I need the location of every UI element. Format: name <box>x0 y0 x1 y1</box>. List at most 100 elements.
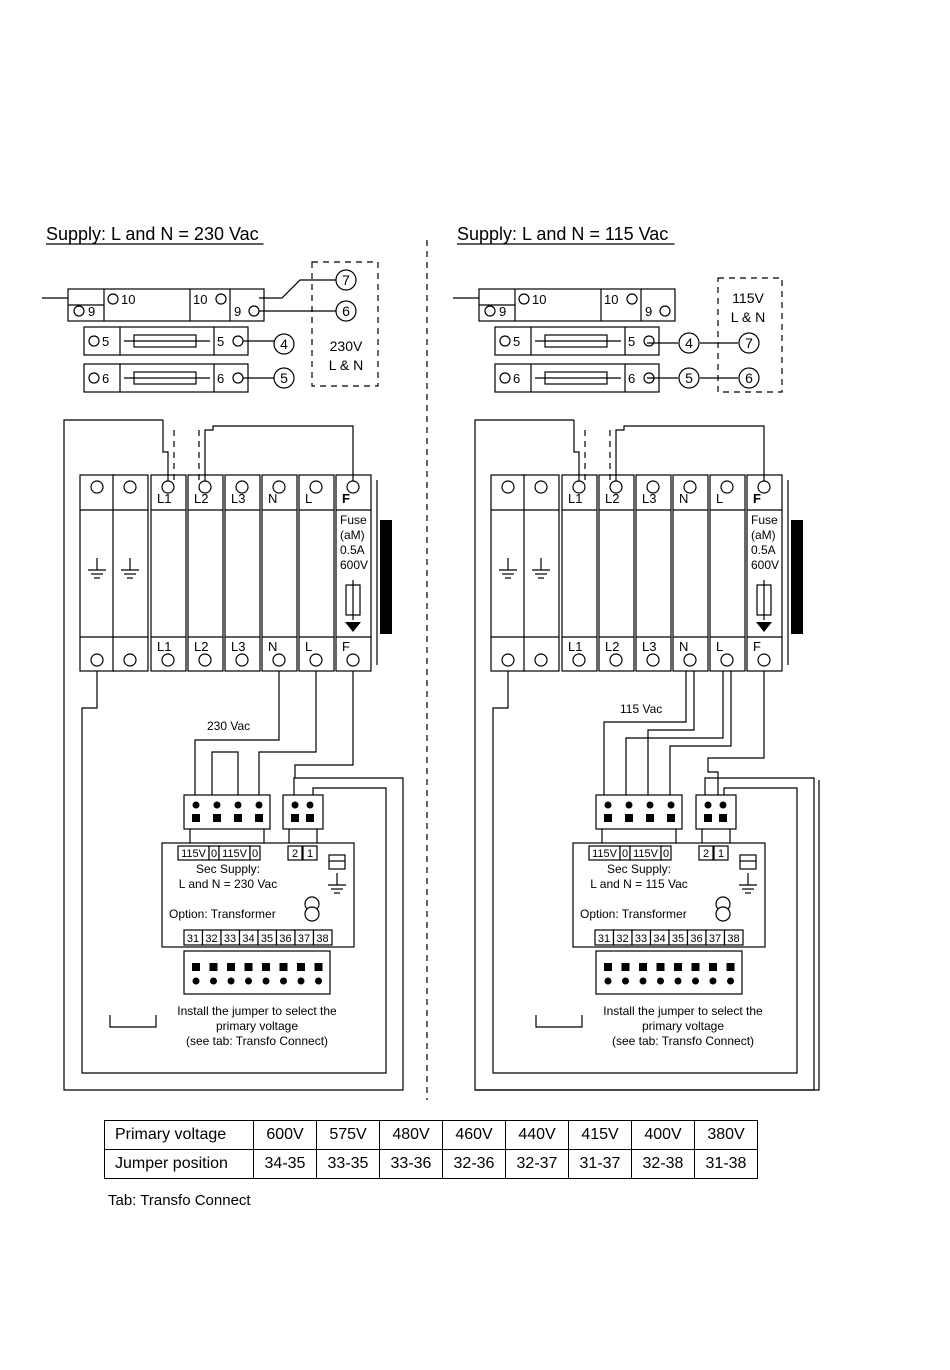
supply-terminal-label: 115V <box>633 848 659 860</box>
terminal-number: 5 <box>280 370 288 386</box>
wire <box>259 279 336 299</box>
option-label: Option: Transformer <box>580 907 687 921</box>
table-cell: 33-36 <box>379 1149 443 1179</box>
terminal-label: F <box>342 639 350 654</box>
terminal-label: L <box>305 491 312 506</box>
terminal-label: N <box>268 639 277 654</box>
pin-icon <box>306 801 314 809</box>
primary-terminal <box>723 929 744 946</box>
terminal-number-circle <box>273 367 295 389</box>
label: 6 <box>217 371 224 386</box>
aux-terminal-label: 1 <box>307 848 313 860</box>
voltage-selection-box <box>717 277 783 393</box>
rail-terminal-block <box>746 474 783 672</box>
pin-icon <box>213 801 221 809</box>
screw-icon <box>235 480 249 494</box>
transformer-aux-block <box>282 794 324 830</box>
sec-supply-label: Sec Supply: <box>607 862 671 876</box>
terminal-number-circle <box>738 367 760 389</box>
screw-icon <box>248 305 260 317</box>
primary-terminal-label: 35 <box>261 933 273 945</box>
supply-terminal-label: 0 <box>622 848 628 860</box>
sec-supply-label: Sec Supply: <box>196 862 260 876</box>
pin-icon <box>262 977 270 985</box>
table-cell: 31-38 <box>694 1149 758 1179</box>
pin-icon <box>280 977 287 985</box>
screw-icon <box>572 653 586 667</box>
screw-icon <box>484 305 496 317</box>
screw-icon <box>626 293 638 305</box>
label: 9 <box>88 304 95 319</box>
wire <box>194 671 280 795</box>
jumper-note: primary voltage <box>642 1019 724 1033</box>
terminal-label: F <box>753 639 761 654</box>
rail-terminal-block <box>298 474 335 672</box>
jumper-note: Install the jumper to select the <box>177 1004 337 1018</box>
primary-terminal-label: 32 <box>616 933 628 945</box>
label: 10 <box>193 292 207 307</box>
rail-terminal-block <box>187 474 224 672</box>
pin-icon <box>192 963 200 971</box>
diagram-title: Supply: L and N = 230 Vac <box>46 224 259 244</box>
jumper-note: (see tab: Transfo Connect) <box>612 1034 754 1048</box>
pin-icon <box>315 977 322 985</box>
voltage-label: 230V <box>330 338 363 354</box>
voltage-label: 115V <box>732 290 764 306</box>
pin-icon <box>192 977 200 985</box>
screw-icon <box>90 653 104 667</box>
primary-terminal-label: 35 <box>672 933 684 945</box>
terminal-label: F <box>342 491 350 506</box>
transformer-aux-block <box>695 794 737 830</box>
pin-icon <box>674 977 682 985</box>
pin-icon <box>719 814 727 822</box>
wire <box>647 671 695 795</box>
wire <box>211 751 239 795</box>
voltage-selection-box <box>311 261 379 387</box>
coil-icon <box>304 906 320 922</box>
wire <box>476 780 820 1091</box>
pin-icon <box>255 814 263 822</box>
terminal-label: L2 <box>194 491 208 506</box>
primary-terminal-label: 37 <box>709 933 721 945</box>
aux-terminal-label: 1 <box>718 848 724 860</box>
jumper-note: primary voltage <box>216 1019 298 1033</box>
screw-icon <box>215 293 227 305</box>
pin-icon <box>646 801 654 809</box>
relay-icon <box>739 854 757 870</box>
label: 5 <box>513 334 520 349</box>
wire <box>492 671 798 1074</box>
supply-terminal-label: 0 <box>663 848 669 860</box>
screw-icon <box>683 480 697 494</box>
rail-terminal-block <box>335 474 372 672</box>
sec-supply-label: L and N = 230 Vac <box>179 877 277 891</box>
screw-icon <box>683 653 697 667</box>
wire-voltage-label: 230 Vac <box>207 719 250 733</box>
fuse-spec: (aM) <box>751 528 776 542</box>
supply-terminal-label: 0 <box>252 848 258 860</box>
aux-terminal <box>713 845 729 861</box>
pin-icon <box>244 963 253 971</box>
supply-terminal-label: 0 <box>211 848 217 860</box>
screw-icon <box>235 653 249 667</box>
wire <box>294 671 354 778</box>
pin-icon <box>192 814 200 822</box>
screw-icon <box>499 335 511 347</box>
table-cell: 600V <box>253 1120 317 1150</box>
pin-icon <box>709 963 717 971</box>
pin-icon <box>604 814 612 822</box>
terminal-number-circle <box>738 332 760 354</box>
pin-icon <box>691 963 700 971</box>
wire <box>81 671 387 1074</box>
pin-icon <box>704 801 712 809</box>
transformer-input-block <box>595 794 683 830</box>
label: 6 <box>513 371 520 386</box>
label: 10 <box>121 292 135 307</box>
relay-icon <box>328 854 346 870</box>
pin-icon <box>646 814 654 822</box>
pin-icon <box>306 814 314 822</box>
terminal-label: L <box>305 639 312 654</box>
screw-icon <box>646 653 660 667</box>
